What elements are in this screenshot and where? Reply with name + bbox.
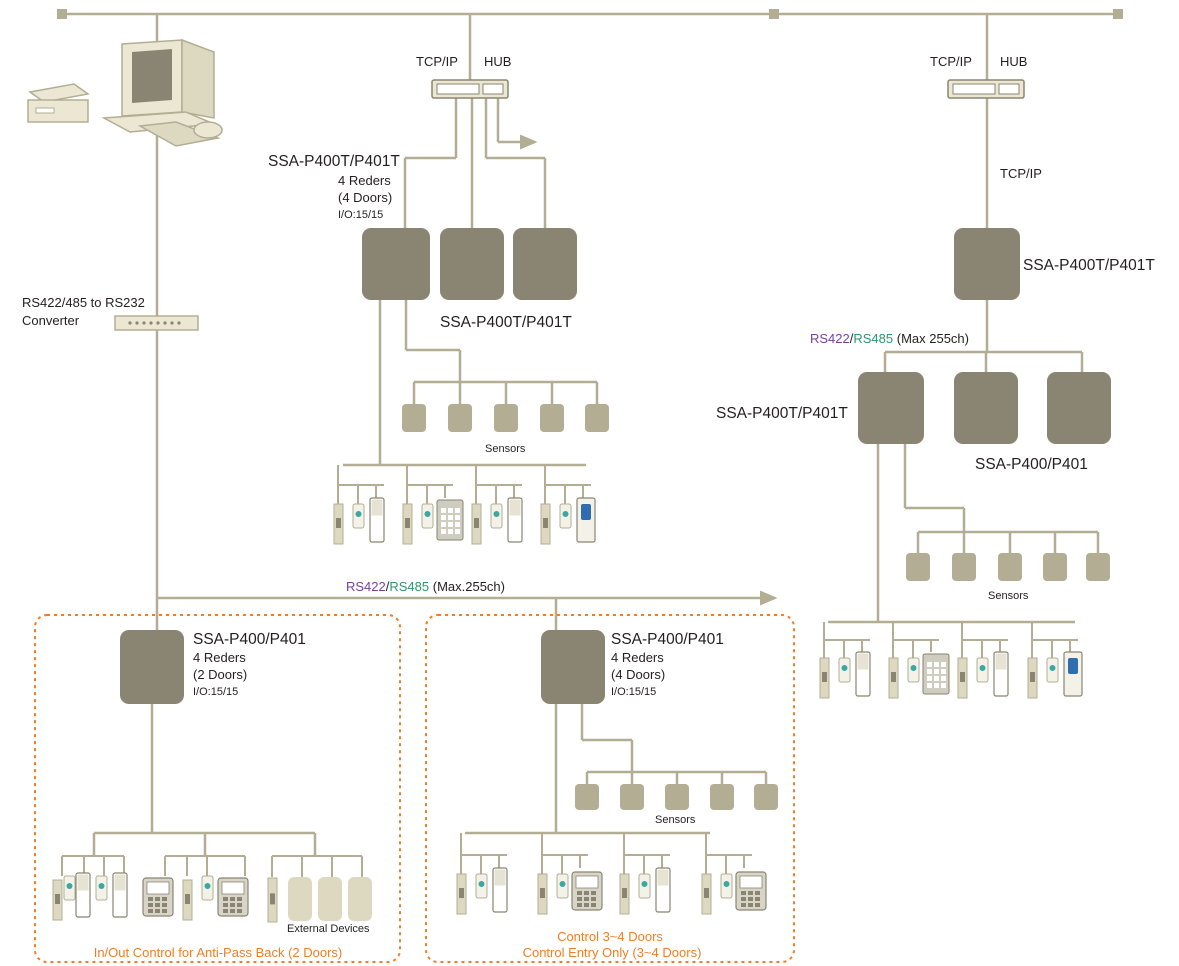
reader-groups [52, 465, 1083, 923]
controller-box-left [120, 630, 184, 704]
entry-control-caption-1: Control 3~4 Doors [557, 929, 663, 944]
reader-cluster [456, 854, 508, 915]
box-right-model: SSA-P400/P401 [611, 631, 724, 648]
sensors-right [906, 553, 1110, 581]
reader-cluster [957, 639, 1009, 699]
reader-cluster [619, 854, 671, 915]
bus-rs485-label: RS485 [853, 331, 893, 346]
reader-cluster [888, 639, 950, 699]
printer-icon [27, 83, 90, 123]
box-right-line2: (4 Doors) [611, 667, 665, 682]
hub-right-tcpip-label: TCP/IP [930, 54, 972, 69]
hub-right-link-label: TCP/IP [1000, 166, 1042, 181]
panel-right-top-label: SSA-P400T/P401T [1023, 257, 1155, 274]
reader-cluster [537, 854, 603, 915]
controller-panel-3 [513, 228, 577, 300]
computer-icon [101, 38, 223, 147]
reader-cluster [333, 484, 385, 545]
controller-panel-right-mid [858, 372, 924, 444]
box-right-line1: 4 Reders [611, 650, 664, 665]
controller-panel-right-2 [954, 372, 1018, 444]
bus-sep: / [850, 331, 854, 346]
sensors-right-label: Sensors [988, 590, 1029, 602]
panel-right-mid-label: SSA-P400T/P401T [716, 405, 848, 422]
panel-left-model-label: SSA-P400T/P401T [268, 153, 400, 170]
backbone-terminator-mid [769, 9, 779, 19]
box-left-line1: 4 Reders [193, 650, 246, 665]
reader-cluster [52, 855, 128, 921]
controller-panel-right-top [954, 228, 1020, 300]
entry-control-caption-2: Control Entry Only (3~4 Doors) [523, 945, 702, 960]
sensors-left [402, 404, 609, 432]
converter-label-2: Converter [22, 313, 80, 328]
anti-passback-caption: In/Out Control for Anti-Pass Back (2 Doo… [94, 945, 343, 960]
reader-cluster [267, 855, 363, 923]
rs-bus-sep: / [386, 579, 390, 594]
panel-left-line1: 4 Reders [338, 173, 391, 188]
controller-panel-right-3 [1047, 372, 1111, 444]
entry-control-box [425, 614, 795, 963]
sensors-left-label: Sensors [485, 443, 526, 455]
sensors-bottom [575, 784, 778, 810]
hub-left-icon [431, 79, 509, 99]
reader-cluster [402, 484, 464, 545]
hub-left-hub-label: HUB [484, 54, 511, 69]
hub-right-hub-label: HUB [1000, 54, 1027, 69]
connection-lines [92, 14, 1100, 856]
sensors-bottom-label: Sensors [655, 814, 696, 826]
external-devices [288, 877, 372, 921]
rs-bus-a: RS422 [346, 579, 386, 594]
reader-cluster [540, 484, 596, 545]
panel-right-group-label: SSA-P400/P401 [975, 456, 1088, 473]
hub-left-tcpip-label: TCP/IP [416, 54, 458, 69]
reader-cluster [471, 484, 523, 545]
converter-label-1: RS422/485 to RS232 [22, 295, 145, 310]
panel-left-group-label: SSA-P400T/P401T [440, 314, 572, 331]
panel-left-line2: (4 Doors) [338, 190, 392, 205]
rs-bus-b: RS485 [389, 579, 429, 594]
bus-rs422-label: RS422 [810, 331, 850, 346]
reader-cluster [1027, 639, 1083, 699]
controller-box-right [541, 630, 605, 704]
backbone-terminator-left [57, 9, 67, 19]
anti-passback-box [34, 614, 401, 963]
box-left-model: SSA-P400/P401 [193, 631, 306, 648]
box-right-line3: I/O:15/15 [611, 686, 656, 698]
box-left-line2: (2 Doors) [193, 667, 247, 682]
box-left-line3: I/O:15/15 [193, 686, 238, 698]
reader-cluster [701, 854, 767, 915]
rs-bus-label: RS422/RS485 (Max.255ch) [346, 579, 505, 594]
backbone-terminator-right [1113, 9, 1123, 19]
rs-bus-max: (Max.255ch) [429, 579, 505, 594]
reader-cluster [142, 855, 249, 921]
panel-left-line3: I/O:15/15 [338, 209, 383, 221]
reader-cluster [819, 639, 871, 699]
panel-right-bus-label: RS422/RS485 (Max 255ch) [810, 331, 969, 346]
controller-panel-2 [440, 228, 504, 300]
external-devices-label: External Devices [287, 923, 370, 935]
hub-right-icon [947, 79, 1025, 99]
controller-panel-main-left [362, 228, 430, 300]
bus-max-label: (Max 255ch) [893, 331, 969, 346]
converter-icon [114, 315, 199, 331]
